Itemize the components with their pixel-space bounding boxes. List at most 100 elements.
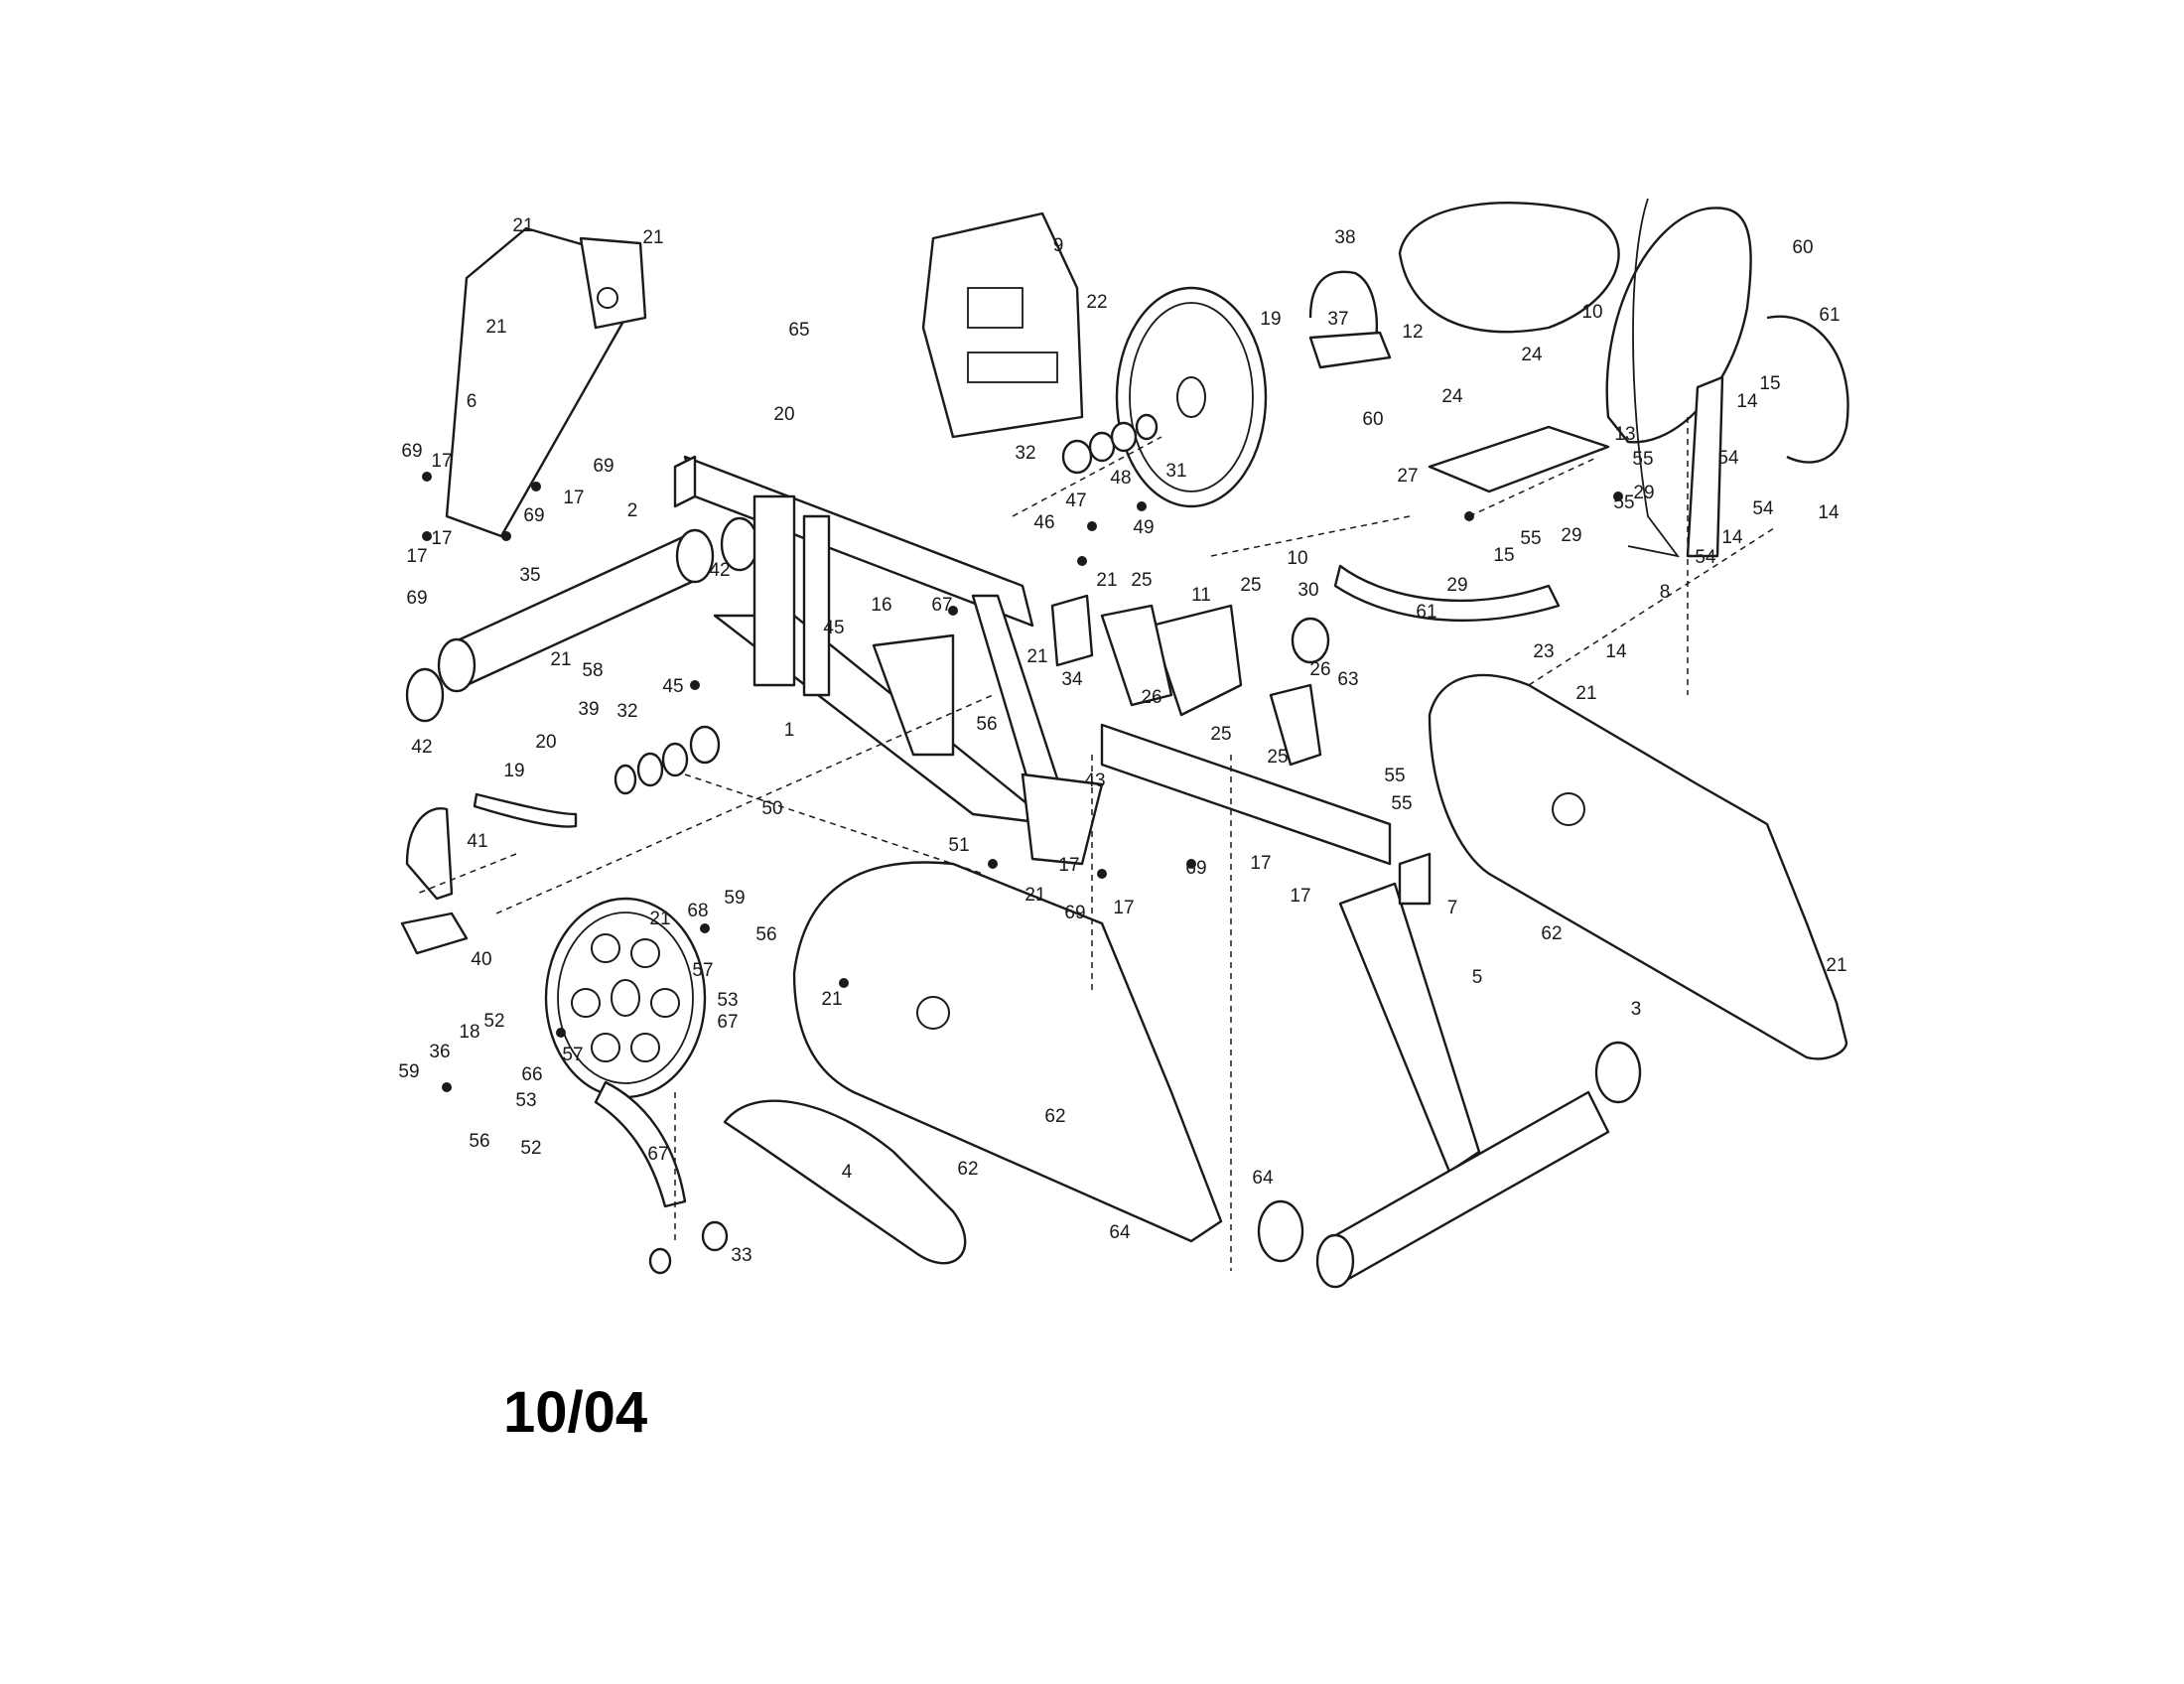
- callout-34: 34: [1061, 669, 1083, 690]
- part-8-seat-frame: [1627, 198, 1724, 558]
- callout-60: 60: [1792, 237, 1813, 258]
- part-19-flywheel: [1115, 286, 1268, 508]
- callout-12: 12: [1402, 322, 1423, 343]
- callout-68: 68: [687, 901, 708, 921]
- callout-56: 56: [469, 1131, 489, 1152]
- callout-21: 21: [512, 215, 533, 236]
- callout-52: 52: [520, 1138, 541, 1159]
- callout-67: 67: [931, 595, 952, 616]
- callout-14: 14: [1721, 527, 1743, 548]
- callout-21: 21: [1024, 885, 1045, 906]
- callout-69: 69: [593, 456, 614, 477]
- callout-17: 17: [563, 488, 584, 508]
- callout-43: 43: [1084, 771, 1105, 791]
- part-40-left-pedal: [400, 807, 469, 955]
- callout-6: 6: [467, 391, 478, 412]
- part-1-main-frame: [673, 455, 1104, 866]
- callout-57: 57: [692, 960, 713, 981]
- part-6-upright-post: [445, 226, 647, 538]
- callout-31: 31: [1165, 461, 1186, 482]
- callout-21: 21: [550, 649, 571, 670]
- callout-55: 55: [1391, 793, 1412, 814]
- callout-18: 18: [459, 1022, 479, 1043]
- callout-14: 14: [1818, 502, 1840, 523]
- callout-35: 35: [519, 565, 540, 586]
- callout-58: 58: [582, 660, 603, 681]
- callout-47: 47: [1065, 491, 1086, 511]
- callout-17: 17: [1250, 853, 1271, 874]
- callout-63: 63: [1337, 669, 1358, 690]
- callout-45: 45: [662, 676, 683, 697]
- callout-3: 3: [1631, 999, 1642, 1020]
- callout-24: 24: [1441, 386, 1463, 407]
- callout-17: 17: [431, 451, 452, 472]
- callout-21: 21: [1826, 955, 1846, 976]
- callout-37: 37: [1327, 309, 1348, 330]
- callout-69: 69: [1185, 858, 1206, 879]
- callout-2: 2: [627, 500, 638, 521]
- callout-21: 21: [1575, 683, 1596, 704]
- callout-25: 25: [1210, 724, 1231, 745]
- callout-55: 55: [1632, 449, 1653, 470]
- callout-22: 22: [1086, 292, 1107, 313]
- callout-17: 17: [431, 528, 452, 549]
- callout-19: 19: [1260, 309, 1281, 330]
- callout-53: 53: [515, 1090, 536, 1111]
- part-5-right-shield: [1428, 673, 1848, 1060]
- callout-51: 51: [948, 835, 969, 856]
- callout-64: 64: [1252, 1168, 1274, 1189]
- callout-15: 15: [1759, 373, 1780, 394]
- callout-14: 14: [1605, 641, 1627, 662]
- callout-21: 21: [1096, 570, 1117, 591]
- callout-61: 61: [1416, 602, 1436, 623]
- callout-41: 41: [467, 831, 487, 852]
- part-64-end-caps: [1257, 1041, 1642, 1263]
- callout-29: 29: [1633, 483, 1654, 503]
- callout-21: 21: [485, 317, 506, 338]
- callout-25: 25: [1240, 575, 1261, 596]
- callout-25: 25: [1267, 747, 1288, 768]
- callout-15: 15: [1493, 545, 1514, 566]
- callout-69: 69: [1064, 903, 1085, 923]
- callout-24: 24: [1521, 345, 1543, 365]
- callout-26: 26: [1141, 687, 1161, 708]
- callout-29: 29: [1446, 575, 1467, 596]
- callout-1: 1: [784, 720, 795, 741]
- callout-42: 42: [709, 560, 730, 581]
- callout-29: 29: [1561, 525, 1581, 546]
- callout-38: 38: [1334, 227, 1355, 248]
- callout-30: 30: [1297, 580, 1318, 601]
- callout-19: 19: [503, 761, 524, 781]
- callout-64: 64: [1109, 1222, 1131, 1243]
- part-4-left-shield: [792, 861, 1223, 1243]
- part-7-seat-rail: [1100, 723, 1392, 866]
- part-68-drive-belt: [723, 1099, 967, 1265]
- callout-67: 67: [647, 1144, 668, 1165]
- callout-55: 55: [1520, 528, 1541, 549]
- callout-46: 46: [1033, 512, 1054, 533]
- callout-45: 45: [823, 618, 844, 638]
- part-34-sensor: [1050, 594, 1094, 667]
- callout-32: 32: [1015, 443, 1035, 464]
- callout-62: 62: [1044, 1106, 1065, 1127]
- callout-54: 54: [1695, 547, 1716, 568]
- callout-21: 21: [1026, 646, 1047, 667]
- part-23-rear-bracket: [1398, 852, 1432, 906]
- callout-39: 39: [578, 699, 599, 720]
- part-13-seat-back: [1605, 207, 1752, 444]
- callout-66: 66: [521, 1064, 542, 1085]
- callout-25: 25: [1131, 570, 1152, 591]
- callout-20: 20: [773, 404, 794, 425]
- hardware-fasteners: [422, 472, 1623, 1092]
- callout-5: 5: [1472, 967, 1483, 988]
- callout-49: 49: [1133, 517, 1154, 538]
- callout-55: 55: [1384, 766, 1405, 786]
- callout-57: 57: [562, 1045, 583, 1065]
- part-2-front-stabilizer: [437, 528, 715, 693]
- callout-54: 54: [1752, 498, 1774, 519]
- part-11-bracket: [1150, 604, 1243, 717]
- callout-11: 11: [1191, 585, 1211, 606]
- callout-65: 65: [788, 320, 809, 341]
- callout-9: 9: [1053, 235, 1064, 256]
